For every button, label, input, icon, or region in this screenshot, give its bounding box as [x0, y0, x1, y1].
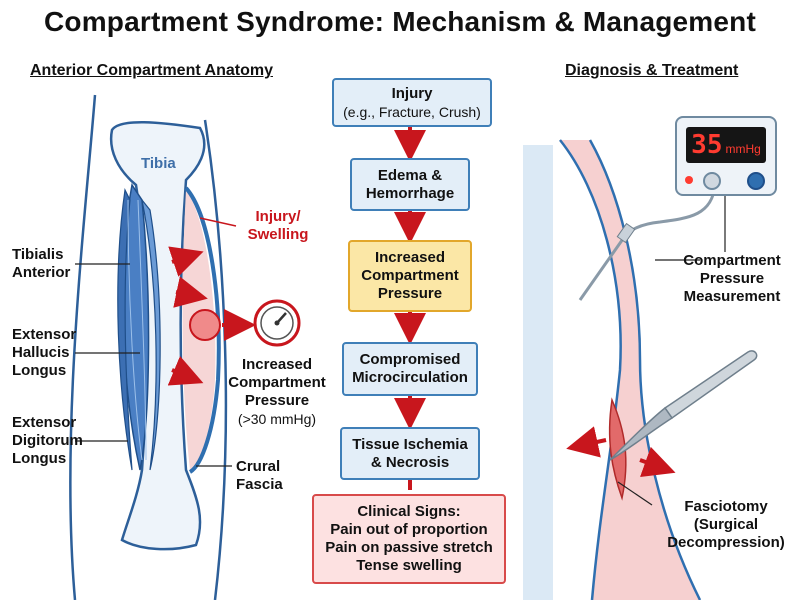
flow-ischemia: Tissue Ischemia& Necrosis: [340, 427, 480, 480]
extensor-hallucis-muscle: [141, 199, 161, 471]
pressure-threshold: (>30 mmHg): [237, 411, 317, 427]
pressure-monitor: 35 mmHg: [675, 116, 777, 196]
page-title: Compartment Syndrome: Mechanism & Manage…: [43, 6, 757, 37]
flow-edema: Edema &Hemorrhage: [350, 158, 470, 211]
pressure-unit: mmHg: [725, 142, 761, 156]
knob-icon: [703, 172, 721, 190]
scalpel-icon: [663, 350, 758, 420]
tibia-label: Tibia: [141, 155, 176, 172]
extensor-digitorum-muscle: [117, 188, 133, 471]
diagnosis-heading: Diagnosis & Treatment: [565, 62, 739, 79]
pressure-display: 35 mmHg: [686, 127, 766, 163]
right-leg-swelling: [560, 140, 700, 600]
flow-injury: Injury (e.g., Fracture, Crush): [332, 78, 492, 127]
leg-outline-right: [203, 119, 228, 600]
pressure-reading: 35: [691, 130, 723, 160]
fasciotomy-incision: [608, 397, 627, 501]
leg-outline-left: [69, 94, 97, 600]
indicator-light-icon: [685, 176, 693, 184]
anatomy-heading: Anterior Compartment Anatomy: [30, 62, 273, 79]
button-icon: [747, 172, 765, 190]
crural-fascia: [184, 186, 221, 474]
injury-swelling-label: Injury/Swelling: [247, 208, 309, 243]
